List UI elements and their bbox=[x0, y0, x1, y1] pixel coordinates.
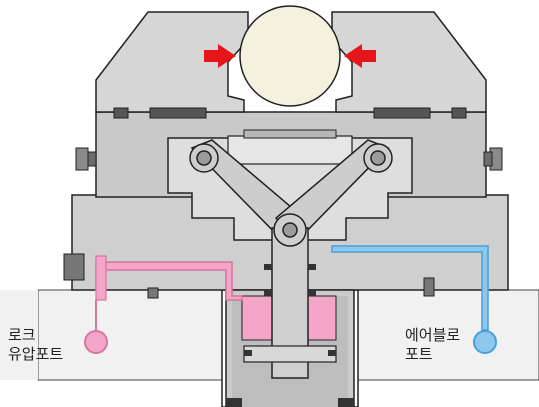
right-clamp-arrow bbox=[344, 44, 376, 68]
right-jaw bbox=[331, 11, 487, 119]
seals bbox=[147, 264, 435, 407]
air-blow-port bbox=[473, 330, 497, 354]
lock-hydraulic-port bbox=[84, 330, 108, 354]
air-blow-circuit bbox=[331, 245, 497, 354]
linkage-arms bbox=[189, 139, 393, 242]
air-label-line-1: 에어블로 bbox=[405, 326, 461, 344]
round-workpiece bbox=[239, 5, 341, 107]
piston-rod bbox=[243, 213, 337, 379]
lock-label-line-2: 유압포트 bbox=[8, 345, 64, 363]
left-jaw bbox=[95, 11, 249, 119]
air-blow-port-label: 에어블로 포트 bbox=[405, 326, 460, 364]
lock-label-line-1: 로크 bbox=[8, 326, 36, 344]
left-clamp-arrow bbox=[204, 44, 236, 68]
lock-hydraulic-port-label: 로크 유압포트 bbox=[8, 326, 63, 364]
air-label-line-2: 포트 bbox=[405, 345, 433, 363]
side-bolts bbox=[75, 147, 503, 171]
